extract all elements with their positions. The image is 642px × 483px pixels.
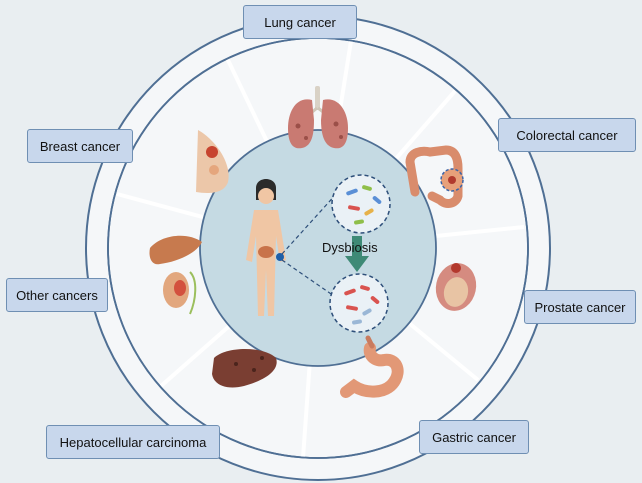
label-other-cancers: Other cancers [6,278,108,312]
label-breast-cancer: Breast cancer [27,129,133,163]
prostate-icon [435,263,477,311]
dysbiosis-arrow [345,236,369,272]
lungs-icon [288,86,348,149]
inner-disc [199,129,437,367]
healthy-microbiota-icon [331,174,391,234]
stomach-icon [340,335,404,398]
liver-icon [212,349,277,388]
human-figure-icon [246,179,286,316]
label-colorectal-cancer: Colorectal cancer [498,118,636,152]
dysbiotic-microbiota-icon [329,273,389,333]
dashed-connectors [281,191,339,297]
dysbiosis-label: Dysbiosis [322,240,378,255]
breast-icon [196,130,229,193]
label-lung-cancer: Lung cancer [243,5,357,39]
colon-icon [405,145,464,208]
label-prostate-cancer: Prostate cancer [524,290,636,324]
pancreas-gallbladder-icon [149,235,202,315]
label-gastric-cancer: Gastric cancer [419,420,529,454]
label-hepatocellular-carcinoma: Hepatocellular carcinoma [46,425,220,459]
